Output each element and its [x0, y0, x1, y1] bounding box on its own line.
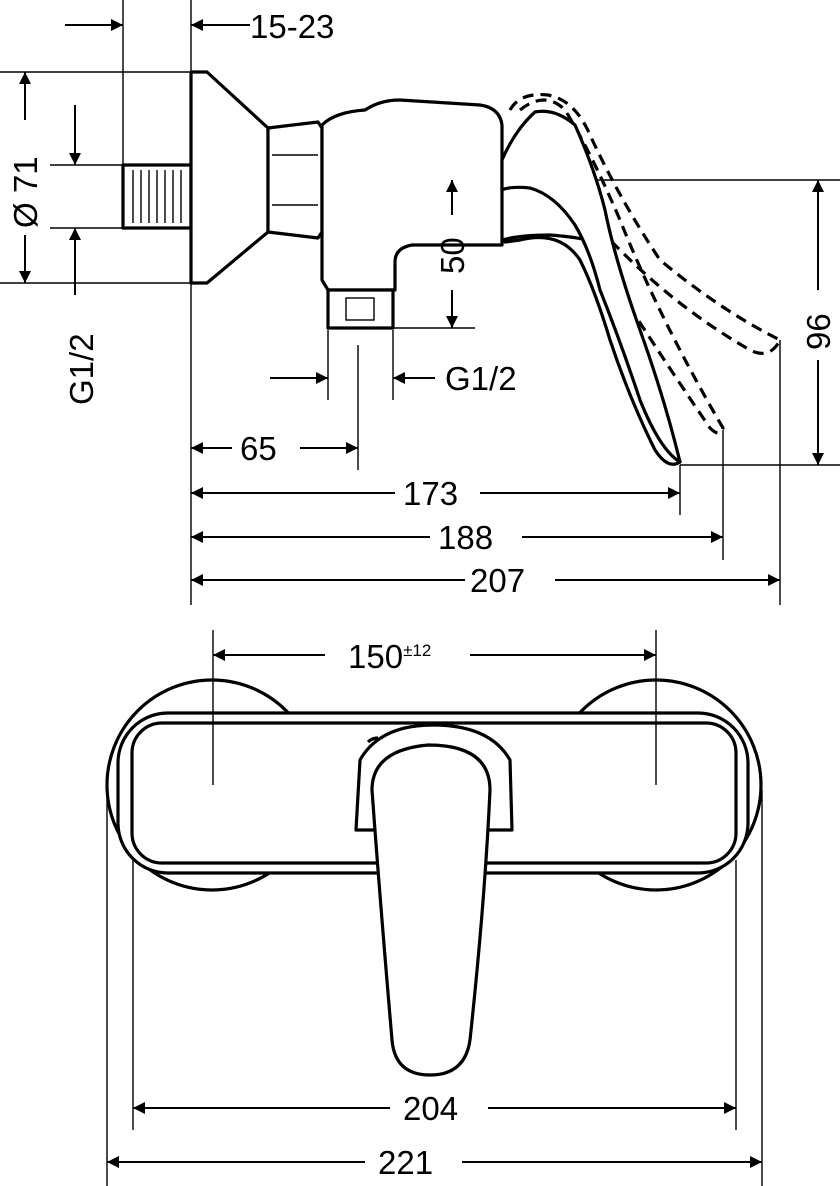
side-view: 15-23 Ø 71 G1/2 50 96 G1/2 65 173 188 [0, 0, 840, 605]
dim-outlet-thread: G1/2 [445, 360, 517, 397]
mixer-body [320, 98, 504, 292]
dim-total-width: 221 [378, 1144, 433, 1181]
lever-handle-upper [500, 109, 682, 464]
dim-wall-depth: 15-23 [250, 8, 334, 45]
hub-detail [366, 736, 379, 744]
dim-length-handle: 173 [403, 475, 458, 512]
front-view: 150±12 204 221 [105, 630, 763, 1186]
dim-length-total: 207 [470, 562, 525, 599]
dim-height: 96 [800, 313, 837, 350]
rosette [189, 70, 270, 285]
dim-inlet-thread: G1/2 [63, 333, 100, 405]
outlet-bore [345, 297, 375, 321]
dim-body-width: 204 [403, 1090, 458, 1127]
outlet-connector [326, 288, 395, 330]
dim-outlet-distance: 65 [240, 430, 277, 467]
inlet-thread [121, 163, 193, 230]
dim-rosette-diameter: Ø 71 [7, 156, 44, 228]
dim-centers: 150±12 [348, 638, 431, 675]
dim-length-handle-mid: 188 [438, 519, 493, 556]
dim-centers-value: 150 [348, 638, 403, 675]
dim-centers-tolerance: ±12 [403, 641, 431, 660]
lever-handle [370, 743, 492, 1077]
dim-outlet-offset: 50 [434, 237, 471, 274]
hex-nut [266, 120, 324, 240]
